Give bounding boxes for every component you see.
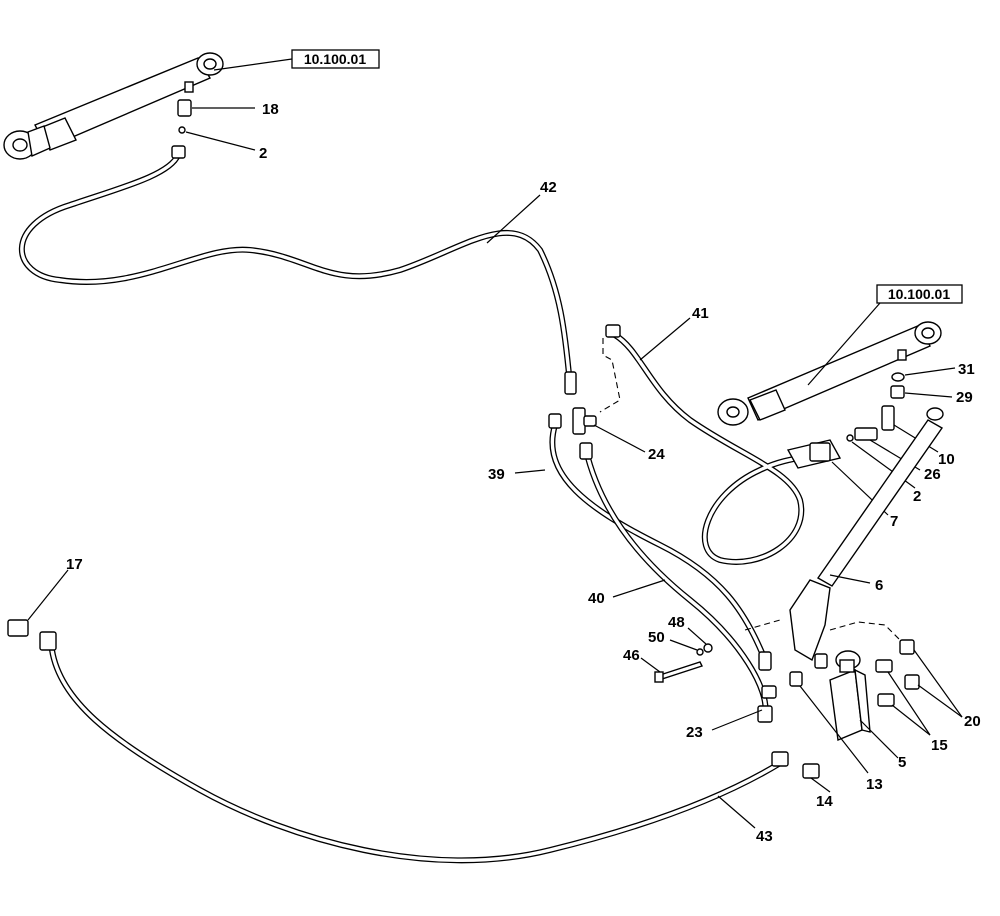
bolt-46: 46 xyxy=(623,647,703,683)
svg-text:46: 46 xyxy=(623,647,640,664)
lever-6: 6 xyxy=(789,407,944,662)
svg-text:15: 15 xyxy=(931,737,948,754)
fitting-13: 13 xyxy=(789,653,883,793)
svg-text:41: 41 xyxy=(692,305,709,322)
cylinder-upper-left xyxy=(3,52,224,160)
fitting-23: 23 xyxy=(686,685,777,741)
svg-text:5: 5 xyxy=(898,754,906,771)
ref-box-cylinder-upper: 10.100.01 xyxy=(213,49,380,71)
fittings-15: 15 xyxy=(875,659,948,754)
svg-text:13: 13 xyxy=(866,776,883,793)
fitting-26: 26 xyxy=(854,427,941,483)
fitting-14: 14 xyxy=(802,763,833,810)
fitting-10: 10 xyxy=(881,405,955,468)
valve-block-5: 5 xyxy=(829,650,906,771)
svg-text:42: 42 xyxy=(540,179,557,196)
fittings-20: 20 xyxy=(899,639,981,730)
svg-text:7: 7 xyxy=(890,513,898,530)
hose-40: 40 xyxy=(579,442,773,723)
svg-text:26: 26 xyxy=(924,466,941,483)
svg-text:10.100.01: 10.100.01 xyxy=(888,286,950,302)
svg-text:2: 2 xyxy=(913,488,921,505)
svg-text:40: 40 xyxy=(588,590,605,607)
svg-text:48: 48 xyxy=(668,614,685,631)
svg-text:31: 31 xyxy=(958,361,975,378)
svg-text:50: 50 xyxy=(648,629,665,646)
svg-text:24: 24 xyxy=(648,446,665,463)
tee-fitting-24: 24 xyxy=(572,407,665,463)
fitting-18: 18 xyxy=(177,99,279,118)
valve-7: 7 xyxy=(786,439,898,530)
washer-31: 31 xyxy=(891,361,975,382)
washer-2-upper: 2 xyxy=(178,126,267,162)
svg-text:20: 20 xyxy=(964,713,981,730)
svg-text:14: 14 xyxy=(816,793,833,810)
nut-48: 48 xyxy=(668,614,713,653)
cylinder-upper-right xyxy=(717,321,942,426)
svg-text:10.100.01: 10.100.01 xyxy=(304,51,366,67)
svg-text:2: 2 xyxy=(259,145,267,162)
svg-text:23: 23 xyxy=(686,724,703,741)
washer-50: 50 xyxy=(648,629,704,656)
fitting-29: 29 xyxy=(890,385,973,406)
svg-text:39: 39 xyxy=(488,466,505,483)
hose-42: 42 xyxy=(18,145,577,395)
svg-text:18: 18 xyxy=(262,101,279,118)
hose-41: 41 xyxy=(605,305,818,565)
svg-text:6: 6 xyxy=(875,577,883,594)
svg-text:43: 43 xyxy=(756,828,773,845)
hose-39: 39 xyxy=(488,413,772,671)
hose-43: 43 xyxy=(39,631,789,864)
svg-text:17: 17 xyxy=(66,556,83,573)
ref-box-cylinder-right: 10.100.01 xyxy=(807,284,963,386)
svg-text:29: 29 xyxy=(956,389,973,406)
svg-text:10: 10 xyxy=(938,451,955,468)
fitting-17: 17 xyxy=(7,556,83,637)
